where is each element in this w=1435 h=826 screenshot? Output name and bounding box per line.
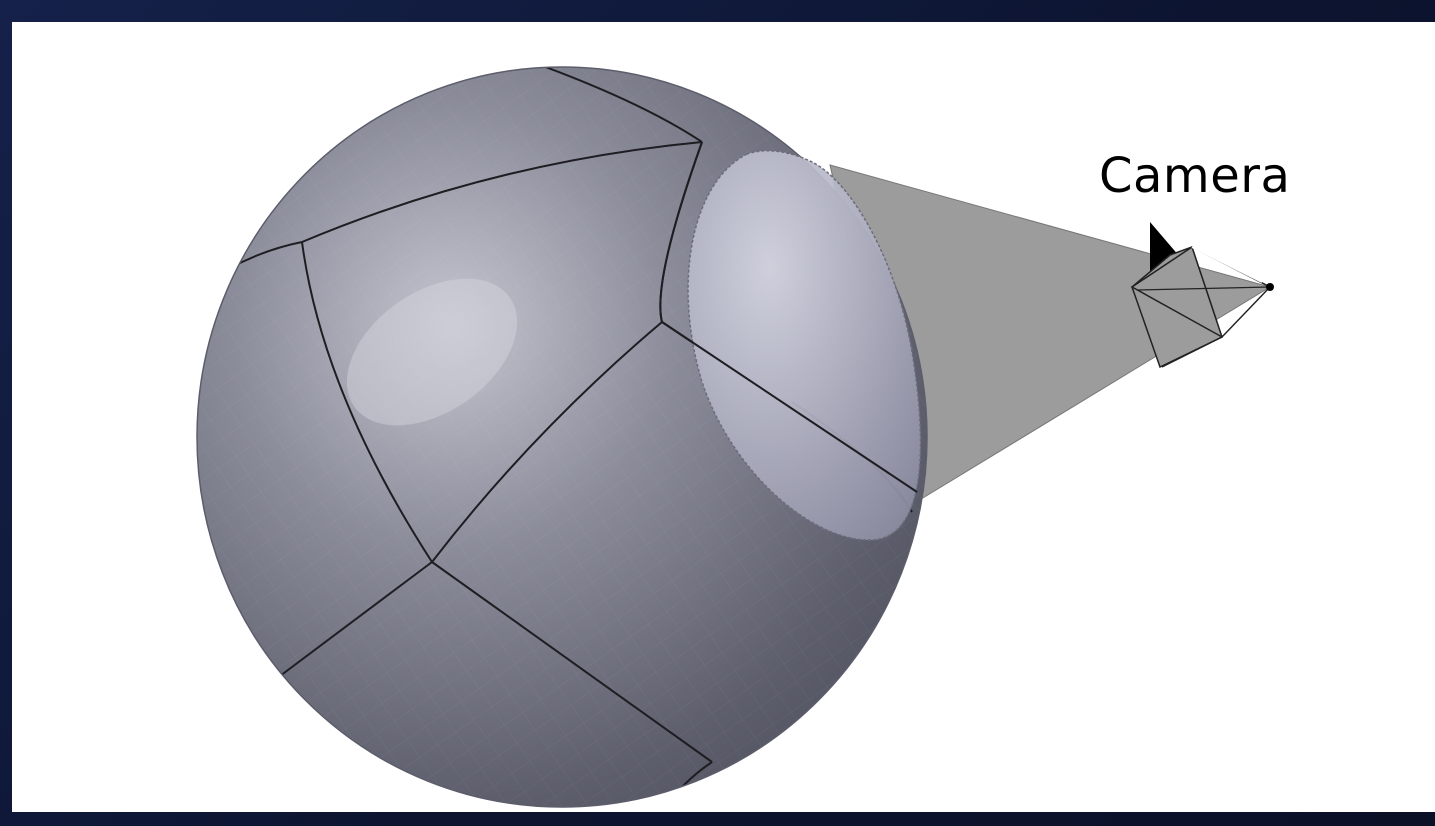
sphere-camera-diagram: [12, 22, 1435, 812]
camera-label: Camera: [1099, 148, 1290, 204]
figure-panel: Camera: [12, 22, 1435, 812]
camera-center-point: [1266, 283, 1274, 291]
